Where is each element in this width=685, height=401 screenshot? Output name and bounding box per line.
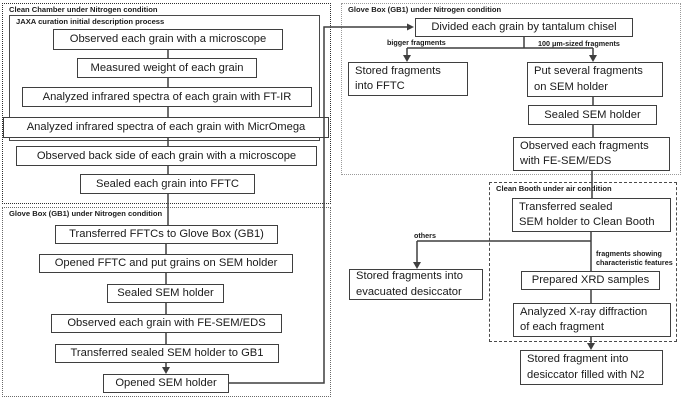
edge-label-line: characteristic features: [596, 258, 673, 267]
node-label: Divided each grain by tantalum chisel: [431, 21, 617, 34]
node-opened-fftc: Opened FFTC and put grains on SEM holder: [39, 254, 293, 273]
arrowhead: [587, 343, 595, 350]
node-sealed-sem-right: Sealed SEM holder: [528, 105, 657, 125]
node-label: Observed each grain with a microscope: [69, 33, 267, 46]
edge-label-fragments-showing: fragments showing characteristic feature…: [596, 249, 673, 267]
edge-label-line: fragments showing: [596, 249, 662, 258]
node-transferred-fftcs: Transferred FFTCs to Glove Box (GB1): [55, 225, 278, 244]
node-label: Sealed each grain into FFTC: [95, 177, 240, 190]
node-opened-sem: Opened SEM holder: [103, 374, 229, 393]
node-label: Transferred sealed: [519, 200, 613, 213]
panel-label-glove-box-right: Glove Box (GB1) under Nitrogen condition: [348, 5, 502, 14]
node-ftir: Analyzed infrared spectra of each grain …: [22, 87, 312, 107]
node-label: into FFTC: [355, 80, 405, 92]
panel-clean-booth: Clean Booth under air condition: [489, 182, 677, 342]
node-label: desiccator filled with N2: [527, 368, 645, 381]
edge-label-others: others: [414, 231, 436, 240]
node-label: Analyzed X-ray diffraction: [520, 305, 648, 318]
node-label: with FE-SEM/EDS: [520, 155, 612, 167]
node-label: on SEM holder: [534, 80, 609, 93]
node-put-several-fragments: Put several fragments on SEM holder: [527, 62, 663, 97]
node-transferred-sealed-gb1: Transferred sealed SEM holder to GB1: [55, 344, 279, 363]
node-label: Stored fragment into: [527, 353, 629, 366]
edge-label-100um-fragments: 100 μm-sized fragments: [538, 39, 620, 48]
node-label: Transferred FFTCs to Glove Box (GB1): [69, 228, 264, 241]
node-label: Analyzed infrared spectra of each grain …: [26, 121, 306, 134]
node-label: Measured weight of each grain: [90, 61, 244, 74]
node-observed-fesem-left: Observed each grain with FE-SEM/EDS: [51, 314, 282, 333]
node-observed-fesem-right: Observed each fragments with FE-SEM/EDS: [513, 137, 670, 171]
node-sealed-fftc: Sealed each grain into FFTC: [80, 174, 255, 194]
node-label: Observed each fragments: [520, 139, 649, 152]
panel-label-glove-box-left: Glove Box (GB1) under Nitrogen condition: [9, 209, 163, 218]
node-label: Prepared XRD samples: [531, 274, 650, 287]
node-divided-chisel: Divided each grain by tantalum chisel: [415, 18, 633, 37]
node-label: of each fragment: [520, 321, 604, 333]
node-analyzed-xrd: Analyzed X-ray diffraction of each fragm…: [513, 303, 671, 337]
panel-label-clean-chamber: Clean Chamber under Nitrogen condition: [9, 5, 158, 14]
panel-label-jaxa-process: JAXA curation initial description proces…: [16, 17, 165, 26]
node-label: Sealed SEM holder: [544, 108, 641, 121]
node-stored-evacuated-desiccator: Stored fragments into evacuated desiccat…: [349, 269, 483, 300]
node-prepared-xrd: Prepared XRD samples: [521, 271, 660, 290]
node-label: Opened SEM holder: [115, 377, 217, 390]
node-label: Sealed SEM holder: [117, 287, 214, 300]
node-observed-microscope: Observed each grain with a microscope: [53, 29, 283, 50]
node-label: Opened FFTC and put grains on SEM holder: [54, 257, 278, 270]
node-label: Transferred sealed SEM holder to GB1: [70, 347, 264, 360]
node-label: Stored fragments: [355, 64, 441, 77]
node-micromega: Analyzed infrared spectra of each grain …: [3, 117, 329, 138]
node-label: evacuated desiccator: [356, 285, 462, 298]
edge-label-bigger-fragments: bigger fragments: [387, 38, 446, 47]
node-label: Analyzed infrared spectra of each grain …: [42, 90, 292, 103]
node-stored-n2-desiccator: Stored fragment into desiccator filled w…: [520, 350, 663, 385]
node-label: Stored fragments into: [356, 270, 463, 283]
node-label: Put several fragments: [534, 65, 643, 78]
node-transferred-clean-booth: Transferred sealed SEM holder to Clean B…: [512, 198, 671, 232]
node-stored-fftc: Stored fragments into FFTC: [348, 62, 468, 96]
node-label: Observed back side of each grain with a …: [36, 149, 297, 162]
node-measured-weight: Measured weight of each grain: [77, 58, 257, 78]
arrowhead: [413, 262, 421, 269]
node-label: SEM holder to Clean Booth: [519, 216, 655, 228]
node-label: Observed each grain with FE-SEM/EDS: [67, 317, 266, 330]
node-back-side: Observed back side of each grain with a …: [16, 146, 317, 166]
node-sealed-sem-left: Sealed SEM holder: [107, 284, 224, 303]
panel-label-clean-booth: Clean Booth under air condition: [496, 184, 612, 193]
